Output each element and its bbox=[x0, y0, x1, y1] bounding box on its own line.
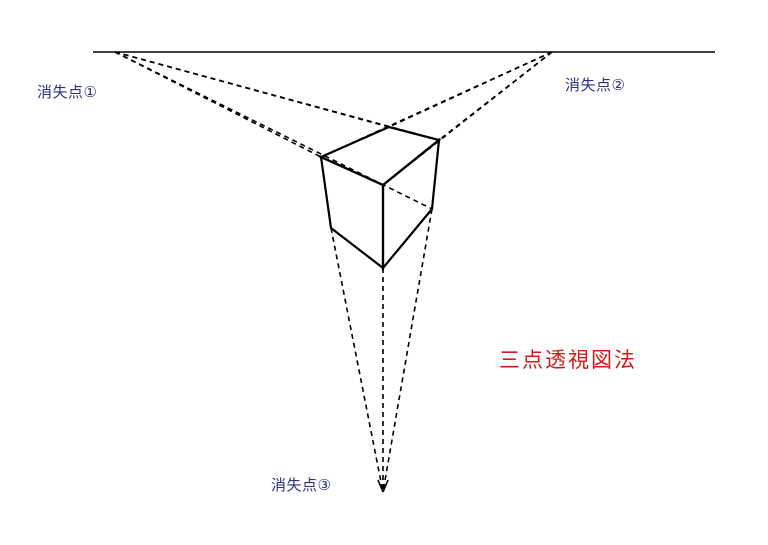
guide-line-vp3-left bbox=[330, 227, 384, 493]
vp3-arrow-icon bbox=[377, 479, 389, 493]
guide-line-vp1-right bbox=[114, 51, 440, 141]
cube-top-face bbox=[318, 125, 442, 187]
guide-line-vp3-right bbox=[382, 208, 433, 493]
vanishing-point-1-label: 消失点① bbox=[37, 83, 98, 101]
perspective-guide-lines bbox=[114, 51, 553, 493]
guide-line-vp1-top bbox=[114, 51, 390, 128]
guide-line-vp1-left bbox=[114, 51, 322, 158]
cube-left-face bbox=[319, 155, 385, 271]
guide-line-vp1-bottom bbox=[114, 51, 433, 210]
cube bbox=[318, 125, 442, 272]
diagram-title: 三点透視図法 bbox=[499, 348, 637, 372]
vanishing-point-2-label: 消失点② bbox=[565, 76, 626, 94]
cube-right-face bbox=[381, 137, 441, 272]
vanishing-point-3-label: 消失点③ bbox=[271, 476, 332, 494]
